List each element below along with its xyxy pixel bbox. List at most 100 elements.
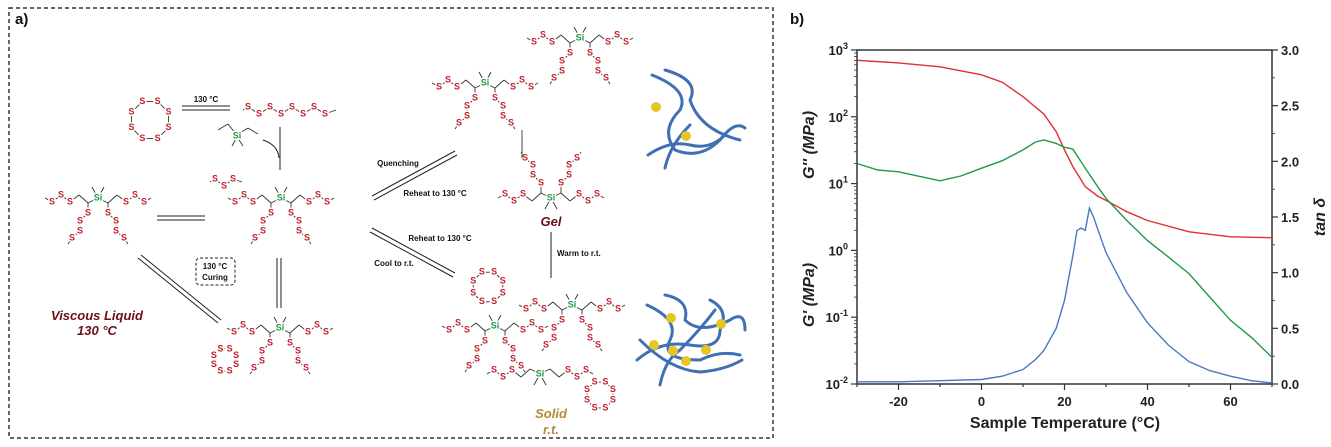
sulfur-atom: S (559, 314, 565, 324)
bond (233, 324, 244, 333)
sulfur-atom: S (232, 196, 238, 206)
sulfur-atom: S (574, 371, 580, 381)
sulfur-atom: S (456, 117, 462, 127)
bond (69, 194, 80, 203)
sulfur-atom: S (464, 110, 470, 120)
sulfur-atom: S (132, 189, 138, 199)
tick-base: 10 (826, 310, 840, 325)
state-labels: Viscous Liquid 130 °C Gel Solid r.t. (51, 214, 568, 437)
bond (273, 316, 281, 329)
y-left-title-storage-modulus: G' (MPa) (801, 263, 818, 327)
tick-exponent: -1 (840, 308, 848, 318)
sulfur-atom: S (139, 96, 145, 106)
silicon-atom: Si (481, 77, 490, 87)
bond (511, 369, 522, 378)
sulfur-atom: S (508, 117, 514, 127)
y-left-tick-label: 10-2 (826, 375, 848, 392)
reaction-arrows (137, 105, 552, 324)
sulfur-atom: S (296, 215, 302, 225)
bond (539, 368, 551, 375)
bond (474, 82, 486, 89)
sulfur-atom: S (256, 108, 262, 118)
sulfur-atom: S (574, 152, 580, 162)
bond (231, 136, 238, 147)
sulfur-atom: S (584, 384, 590, 394)
bond (497, 193, 506, 199)
sulfur-atom: S (231, 326, 237, 336)
bond (571, 304, 583, 311)
sulfur-atom: S (510, 343, 516, 353)
bond (504, 340, 514, 350)
bond (441, 325, 450, 331)
bond (561, 304, 573, 311)
bond (249, 367, 255, 375)
bond (545, 337, 555, 346)
bond (521, 79, 532, 88)
sulfur-atom: S (502, 335, 508, 345)
sulfur-atom: S (260, 225, 266, 235)
bond (484, 71, 492, 84)
tick-exponent: 3 (843, 41, 848, 51)
bond (494, 79, 505, 89)
silicon-atom: Si (94, 192, 103, 202)
sulfur-atom: S (278, 108, 284, 118)
sulfur-atom: S (520, 324, 526, 334)
bond (289, 324, 300, 334)
sulfur-atom: S (500, 287, 506, 297)
bond (478, 71, 486, 84)
bond (237, 127, 249, 135)
sulfur-atom: S (538, 177, 544, 187)
sulfur-atom: S (500, 275, 506, 285)
bond (529, 368, 541, 375)
bond (305, 367, 311, 375)
sulfur-atom: S (583, 364, 589, 374)
bond (540, 325, 549, 331)
curved-arrow (262, 139, 280, 159)
bond (313, 106, 326, 115)
sulfur-atom: S (500, 110, 506, 120)
sulfur-atom: S (479, 267, 485, 277)
sulfur-atom: S (212, 173, 218, 183)
sulfur-atom: S (211, 359, 217, 369)
sulfur-atom: S (474, 343, 480, 353)
bond (78, 194, 89, 204)
sulfur-atom: S (543, 339, 549, 349)
sulfur-atom: S (532, 296, 538, 306)
bond (560, 192, 571, 202)
bond (525, 301, 536, 310)
sulfur-atom: S (615, 303, 621, 313)
polymer-strand (663, 123, 692, 170)
silicon-atom: Si (568, 299, 577, 309)
bond (608, 301, 619, 310)
sulfur-atom: S (211, 350, 217, 360)
sulfur-atom: S (530, 159, 536, 169)
bond (510, 122, 516, 130)
bond (493, 271, 504, 282)
sulfur-atom: S (551, 72, 557, 82)
bond (306, 237, 312, 245)
bond (534, 301, 545, 310)
series-line-loss-modulus (856, 139, 1273, 358)
bond (576, 151, 582, 159)
bond (569, 37, 581, 44)
polymer-strand (663, 68, 742, 142)
bond (573, 26, 581, 39)
sulfur-atom: S (260, 215, 266, 225)
bond (260, 324, 271, 334)
bond (125, 194, 136, 203)
bond (269, 106, 282, 115)
y-right-tick-label: 1.0 (1281, 266, 1299, 281)
series-line-tan-delta (857, 205, 1273, 384)
sulfur-atom: S (603, 72, 609, 82)
sulfur-atom: S (311, 101, 317, 111)
y-left-tick-label: 102 (829, 108, 848, 125)
y-right-tick-label: 3.0 (1281, 43, 1299, 58)
bond (325, 327, 334, 333)
bond (242, 324, 253, 333)
sulfur-atom: S (139, 133, 145, 143)
sulfur-atom: S (595, 65, 601, 75)
sulfur-atom: S (474, 353, 480, 363)
bond (513, 193, 524, 202)
x-tick-label: 40 (1140, 394, 1154, 409)
bond (540, 192, 552, 199)
